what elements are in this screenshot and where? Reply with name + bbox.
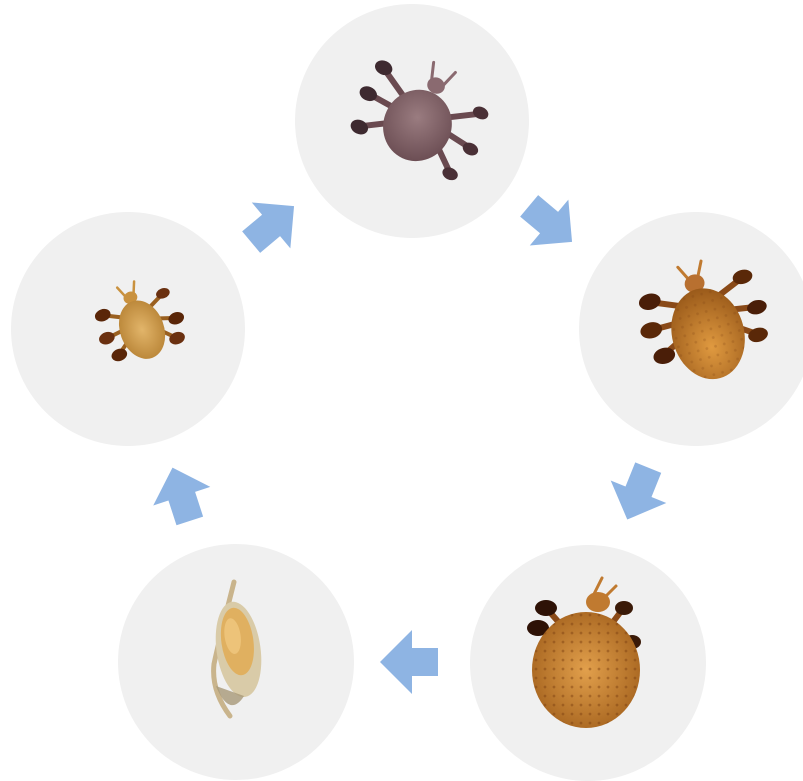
arrow-icon bbox=[232, 183, 313, 265]
arrow-icon bbox=[510, 183, 591, 265]
arrow-icon bbox=[144, 458, 218, 530]
arrow-icon bbox=[380, 630, 438, 694]
arrow-icon bbox=[599, 456, 676, 530]
